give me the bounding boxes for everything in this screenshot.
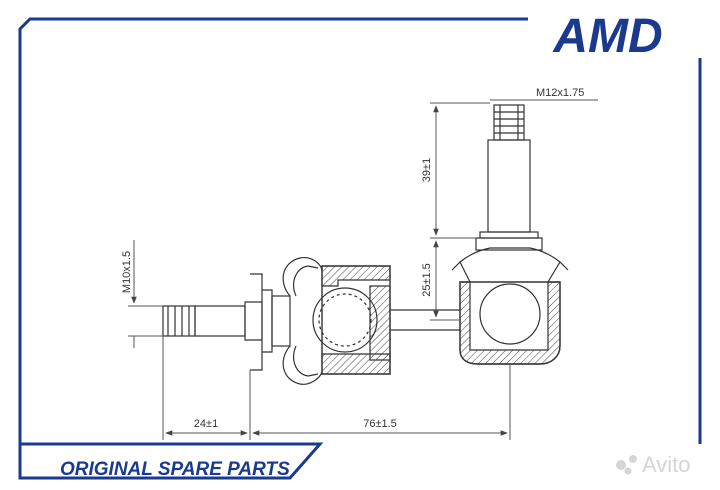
height-mid-label: 25±1.5 [421, 263, 433, 297]
width-left-label: 24±1 [194, 418, 218, 430]
thread-top-label: M12x1.75 [536, 87, 584, 99]
left-stud [162, 273, 291, 371]
right-housing [451, 231, 569, 365]
connecting-rod [390, 309, 460, 331]
part-drawing [162, 104, 569, 385]
dimension-lines [128, 99, 598, 440]
watermark-text: Avito [642, 452, 691, 477]
avito-watermark: Avito [616, 452, 691, 477]
footer-text: ORIGINAL SPARE PARTS [60, 459, 290, 480]
thread-left-label: M10x1.5 [121, 251, 133, 293]
upper-stud [487, 104, 531, 233]
logo-text: AMD [552, 10, 662, 63]
height-top-label: 39±1 [421, 158, 433, 182]
width-total-label: 76±1.5 [363, 418, 397, 430]
left-housing [312, 265, 391, 375]
dimension-labels: M12x1.75 39±1 25±1.5 M10x1.5 24±1 76±1.5 [121, 87, 584, 430]
blue-frame [18, 17, 702, 444]
amd-logo: AMD [552, 10, 662, 63]
footer-banner: ORIGINAL SPARE PARTS [18, 442, 324, 480]
left-boot [282, 257, 323, 385]
